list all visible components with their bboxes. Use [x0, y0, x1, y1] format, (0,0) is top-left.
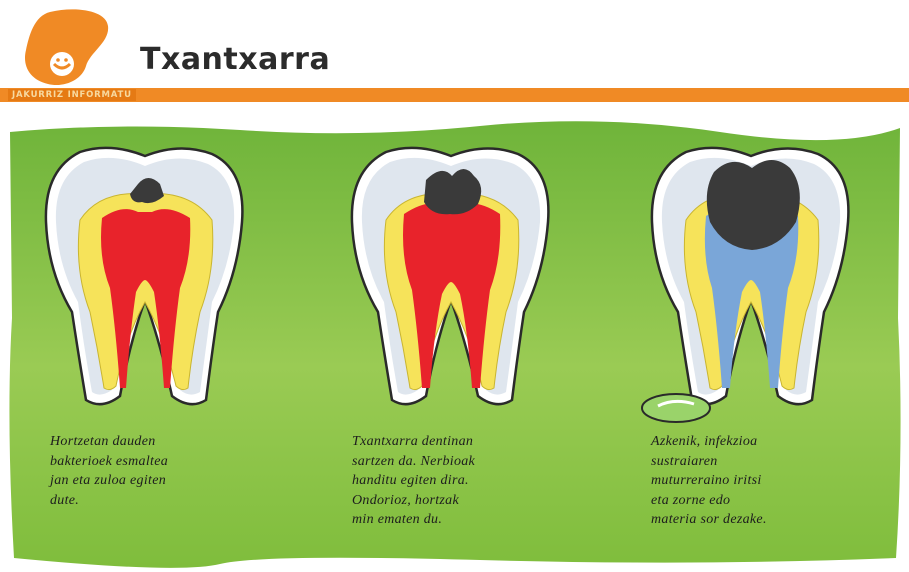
caption-stage-2: Txantxarra dentinan sartzen da. Nerbioak… [352, 432, 475, 530]
header: Txantxarra JAKURRIZ INFORMATU [0, 0, 909, 110]
caption-line: handitu egiten dira. [352, 471, 475, 491]
header-band [0, 88, 909, 102]
caption-line: eta zorne edo [651, 491, 767, 511]
caption-line: Txantxarra dentinan [352, 432, 475, 452]
caption-line: dute. [50, 491, 168, 511]
tooth-stage-1 [40, 142, 250, 412]
caption-line: min ematen du. [352, 510, 475, 530]
logo-icon [20, 8, 112, 90]
caption-line: jan eta zuloa egiten [50, 471, 168, 491]
caption-line: muturreraino iritsi [651, 471, 767, 491]
caption-stage-3: Azkenik, infekzioa sustraiaren muturrera… [651, 432, 767, 530]
band-label: JAKURRIZ INFORMATU [8, 89, 136, 101]
caption-stage-1: Hortzetan dauden bakterioek esmaltea jan… [50, 432, 168, 510]
caption-line: materia sor dezake. [651, 510, 767, 530]
tooth-stage-2 [346, 142, 556, 412]
caption-line: Ondorioz, hortzak [352, 491, 475, 511]
page-title: Txantxarra [140, 42, 330, 77]
tooth-stage-3 [630, 142, 860, 432]
caption-line: bakterioek esmaltea [50, 452, 168, 472]
caption-line: Azkenik, infekzioa [651, 432, 767, 452]
caption-line: Hortzetan dauden [50, 432, 168, 452]
caption-line: sustraiaren [651, 452, 767, 472]
caption-line: sartzen da. Nerbioak [352, 452, 475, 472]
